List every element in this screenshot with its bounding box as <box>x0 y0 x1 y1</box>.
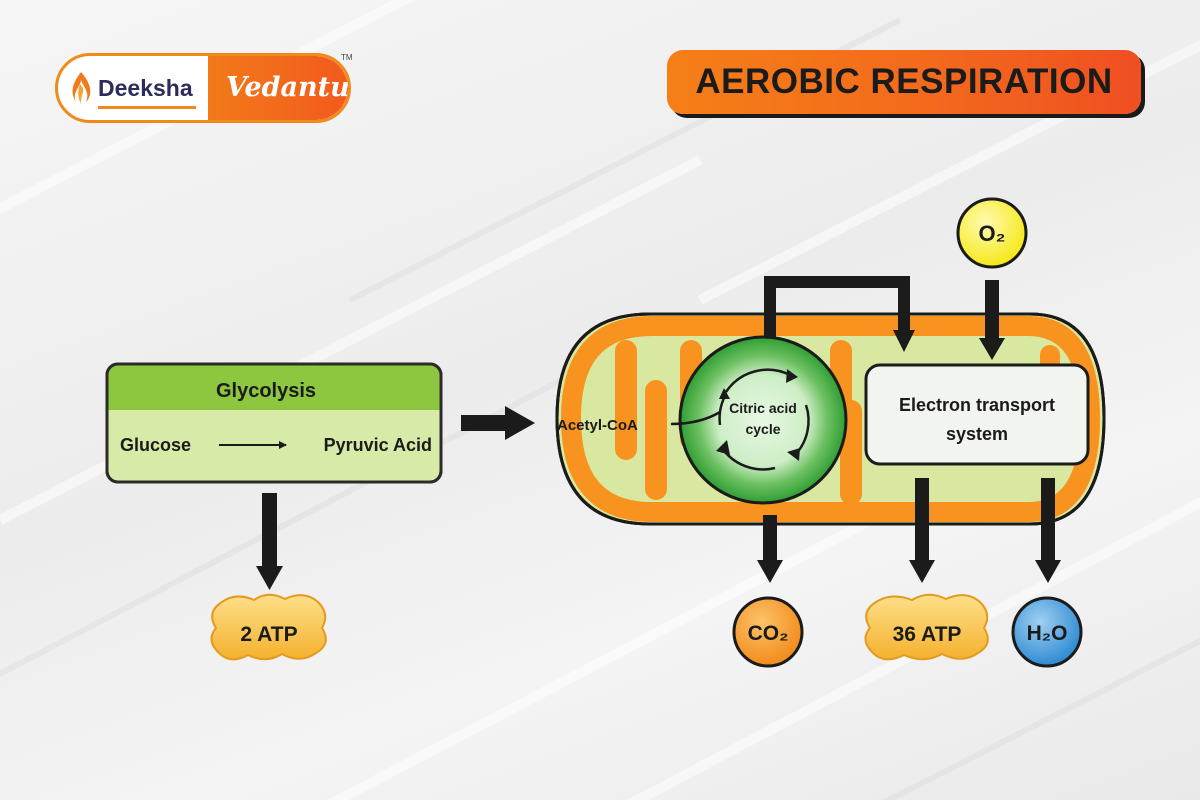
oxygen-label: O₂ <box>979 221 1006 246</box>
cycle-arrowheads <box>716 369 800 461</box>
arrow-to-2atp <box>256 493 283 590</box>
brand-logo: Deeksha Vedantu <box>55 53 351 123</box>
acetyl-coa-connector <box>670 410 721 426</box>
brand-left-text: Deeksha <box>98 75 193 101</box>
atp-36-blob <box>864 593 989 661</box>
cycle-label-line2: cycle <box>745 421 780 437</box>
arrow-to-co2 <box>757 515 783 583</box>
arrow-to-mitochondria <box>461 406 535 440</box>
title-banner: AEROBIC RESPIRATION <box>667 50 1141 114</box>
citric-acid-cycle-circle <box>678 335 848 505</box>
co2-circle <box>732 596 804 668</box>
arrow-to-water <box>1035 478 1061 583</box>
page-title: AEROBIC RESPIRATION <box>695 62 1113 101</box>
co2-label: CO₂ <box>748 622 789 645</box>
ets-label-line2: system <box>946 424 1008 444</box>
cycle-label-line1: Citric acid <box>729 400 797 416</box>
glycolysis-product: Pyruvic Acid <box>324 435 432 455</box>
glycolysis-box <box>105 362 443 484</box>
glycolysis-title: Glycolysis <box>216 380 316 402</box>
atp-2-blob <box>210 593 327 661</box>
arrow-to-36atp <box>909 478 935 583</box>
brand-right-text: Vedantu <box>226 72 350 103</box>
arrow-oxygen-to-ets <box>979 280 1005 360</box>
ets-label-line1: Electron transport <box>899 395 1055 415</box>
glycolysis-reactant: Glucose <box>120 435 191 455</box>
atp-2-label: 2 ATP <box>240 623 297 646</box>
acetyl-coa-label: Acetyl-CoA <box>557 417 638 434</box>
oxygen-circle <box>956 197 1028 269</box>
water-label: H₂O <box>1027 622 1068 645</box>
brand-underline <box>98 106 196 109</box>
atp-36-label: 36 ATP <box>893 623 962 646</box>
water-circle <box>1011 596 1083 668</box>
ets-box <box>864 363 1090 466</box>
flame-icon <box>72 72 91 104</box>
cycle-to-ets-connector <box>764 276 915 352</box>
brand-right-panel: Vedantu <box>208 56 348 120</box>
trademark-mark: TM <box>341 53 353 62</box>
